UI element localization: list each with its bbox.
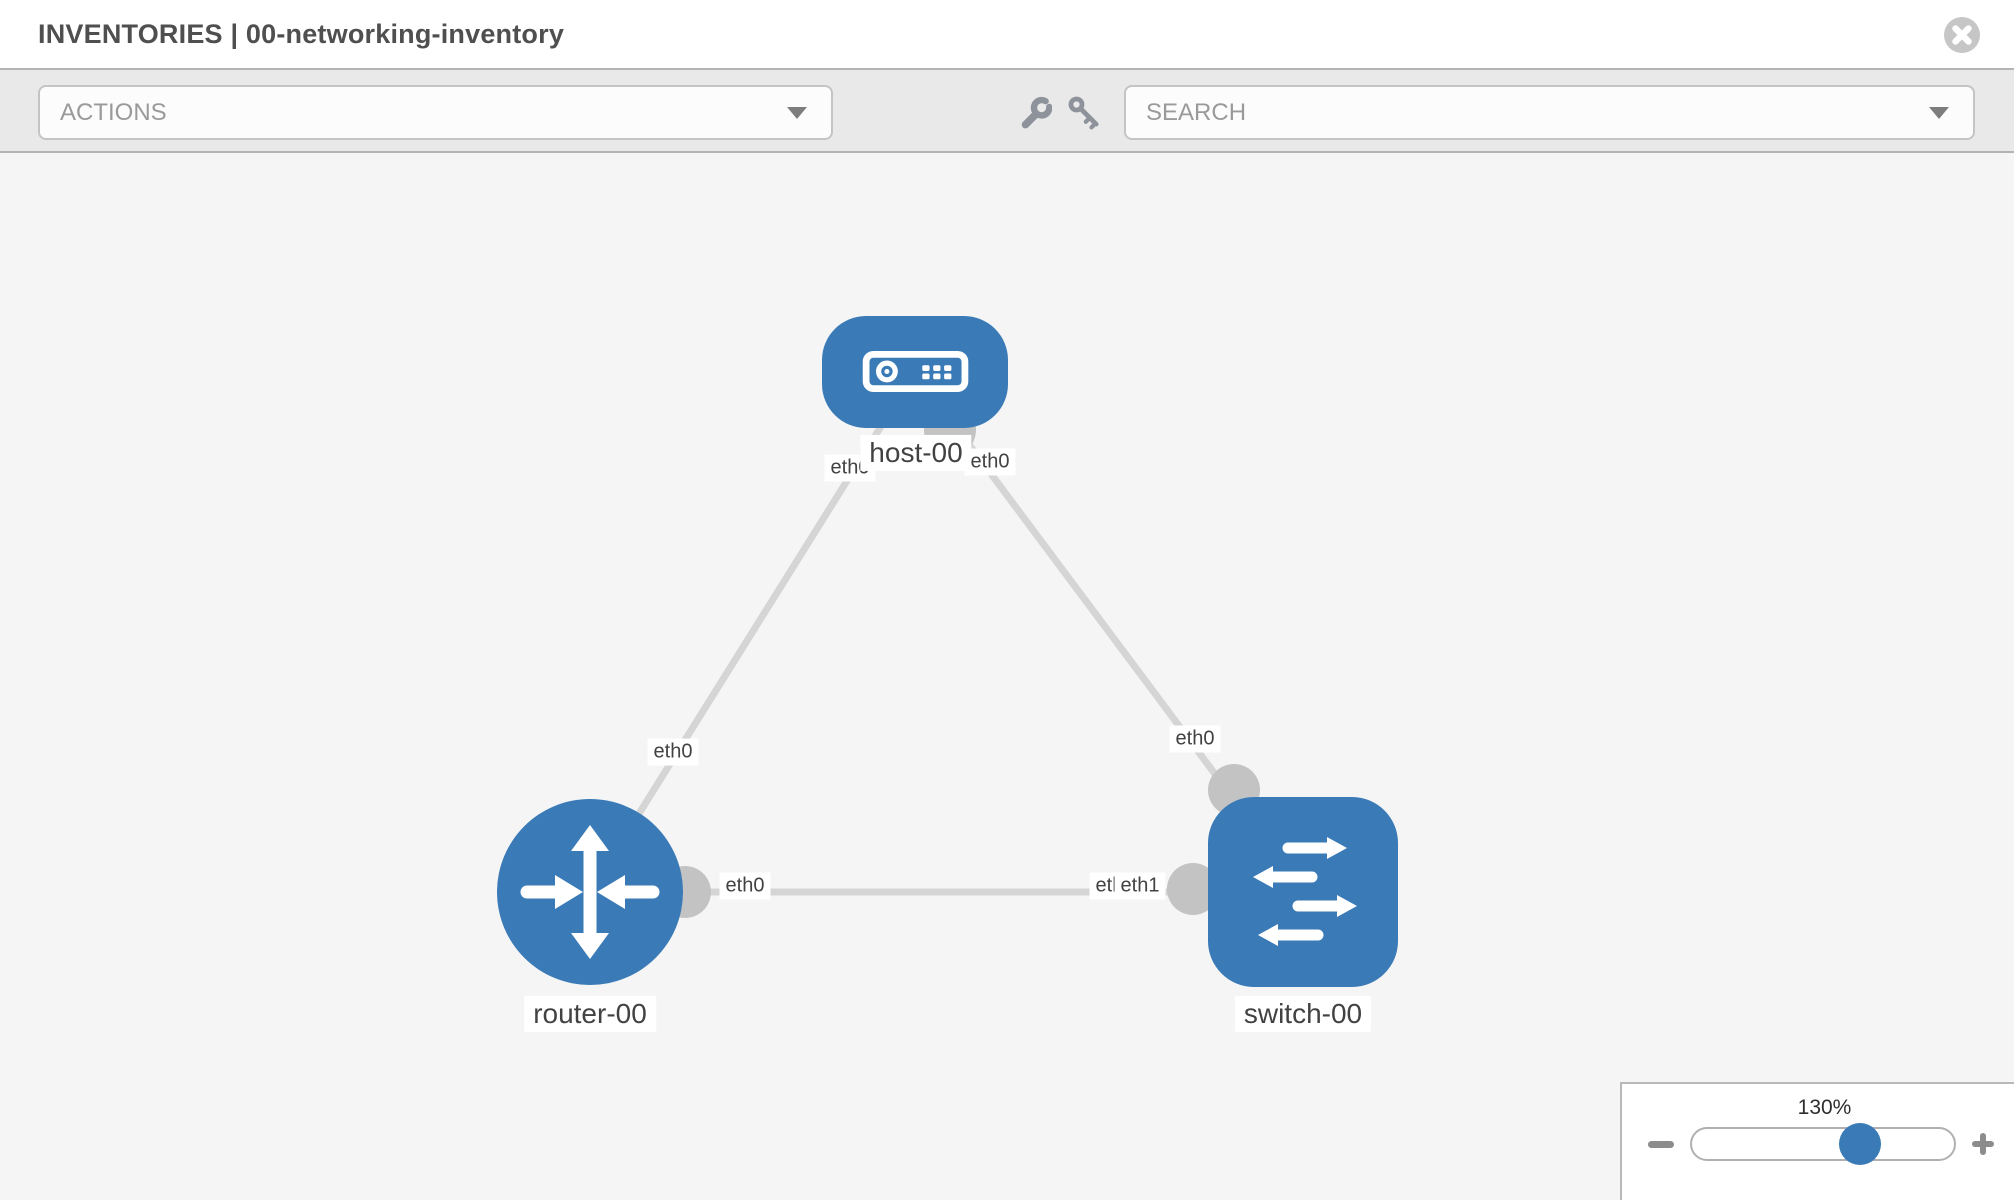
zoom-slider[interactable] [1690, 1123, 1956, 1165]
search-dropdown-label: SEARCH [1146, 98, 1247, 126]
close-button[interactable] [1944, 17, 1980, 53]
zoom-level-value: 130% [1797, 1096, 1852, 1119]
key-icon [1068, 96, 1099, 130]
close-icon [1944, 17, 1980, 53]
header: INVENTORIES | 00-networking-inventory [0, 0, 2014, 68]
interface-label: eth0 [719, 872, 771, 900]
zoom-out-button[interactable] [1648, 1140, 1674, 1148]
host-icon [862, 350, 969, 393]
interface-label: eth0 [964, 448, 1016, 476]
node-label: host-00 [860, 434, 972, 472]
zoom-panel: 130% [1620, 1082, 2014, 1200]
topology-canvas[interactable]: 130% eth0eth0eth0eth0eth0eth0eth1host-00… [0, 153, 2014, 1200]
toolbar: ACTIONS SEARCH [0, 68, 2014, 153]
node-host-00[interactable] [822, 316, 1008, 428]
node-label: router-00 [524, 995, 656, 1033]
node-router-00[interactable] [497, 799, 683, 985]
credentials-button[interactable] [1068, 96, 1102, 130]
zoom-in-button[interactable] [1972, 1133, 1994, 1155]
router-icon [520, 825, 660, 959]
wrench-icon [1021, 96, 1053, 129]
topology-links-layer [587, 369, 1306, 918]
interface-label: eth0 [647, 738, 699, 766]
search-dropdown[interactable]: SEARCH [1124, 85, 1975, 140]
zoom-slider-thumb[interactable] [1838, 1123, 1881, 1165]
page-title: INVENTORIES | 00-networking-inventory [38, 18, 565, 49]
interface-label: eth1 [1114, 872, 1166, 900]
interface-label: eth0 [1169, 725, 1221, 753]
actions-dropdown-label: ACTIONS [60, 98, 167, 126]
interface-port [1167, 863, 1219, 915]
configure-button[interactable] [1018, 96, 1053, 130]
node-switch-00[interactable] [1208, 797, 1398, 987]
zoom-slider-row [1622, 1123, 2014, 1165]
switch-icon [1253, 837, 1357, 946]
chevron-down-icon [1929, 106, 1949, 119]
node-label: switch-00 [1234, 995, 1372, 1033]
actions-dropdown[interactable]: ACTIONS [38, 85, 833, 140]
chevron-down-icon [787, 106, 807, 119]
